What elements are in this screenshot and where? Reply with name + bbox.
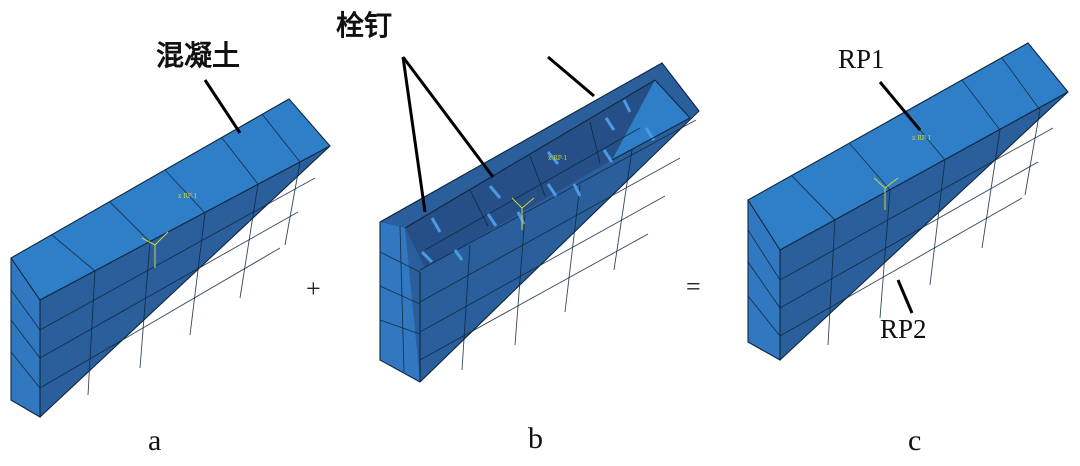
svg-text:x RP-1: x RP-1 bbox=[178, 193, 197, 200]
block-a-end-face bbox=[11, 258, 40, 417]
leader-rp2 bbox=[896, 279, 914, 314]
block-a-axis-triad: x RP-1 bbox=[141, 193, 197, 268]
svg-text:x RP-1: x RP-1 bbox=[912, 135, 931, 142]
block-c-axis-triad: x RP-1 bbox=[873, 135, 931, 210]
plus-sign: + bbox=[306, 274, 321, 303]
panel-c-caption: c bbox=[908, 424, 922, 457]
leader-shell bbox=[547, 55, 595, 98]
panel-b-caption: b bbox=[528, 422, 543, 455]
rp1-label: RP1 bbox=[838, 44, 885, 74]
leader-concrete bbox=[203, 79, 242, 134]
stud-label: 栓钉 bbox=[336, 9, 393, 42]
leader-stud-2 bbox=[401, 56, 495, 178]
rp2-label: RP2 bbox=[880, 314, 927, 344]
shell-b-right-panel bbox=[612, 80, 690, 160]
leader-rp1 bbox=[878, 81, 922, 131]
shell-b-side-face bbox=[380, 222, 420, 382]
shell-b-axis-triad: x RP-1 bbox=[511, 155, 567, 230]
panel-a-concrete-block: x RP-1 bbox=[10, 98, 331, 418]
panel-a-caption: a bbox=[148, 424, 162, 457]
block-c-top-face bbox=[748, 43, 1068, 250]
panel-c-assembled-block: x RP-1 bbox=[747, 42, 1069, 361]
leader-stud-1 bbox=[401, 56, 427, 213]
block-c-end-face bbox=[748, 200, 780, 360]
shell-b-mesh bbox=[379, 119, 697, 373]
equals-sign: = bbox=[686, 272, 701, 301]
concrete-label: 混凝土 bbox=[156, 39, 241, 72]
panel-b-steel-shell: x RP-1 bbox=[379, 62, 700, 383]
block-a-top-face bbox=[11, 99, 330, 300]
svg-text:x RP-1: x RP-1 bbox=[548, 155, 567, 162]
